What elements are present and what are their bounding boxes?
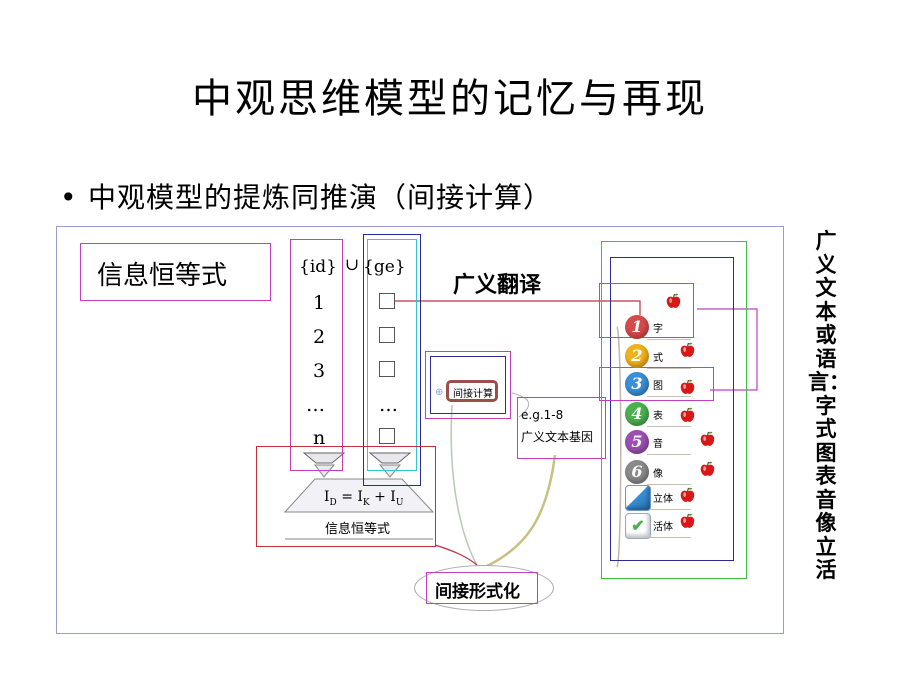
ge-column-outer-box [363, 234, 421, 486]
mindmap-branch-rule [647, 339, 691, 340]
indirect-calc-badge: 间接计算 [446, 380, 498, 402]
identity-formula: ID = IK + IU [324, 489, 404, 508]
mindmap-number-2: 2 [625, 344, 649, 368]
expand-dot-icon: ⊕ [435, 387, 444, 398]
formula-trapezoid [283, 478, 435, 513]
formula-caption: 信息恒等式 [325, 522, 391, 537]
apple-icon [680, 513, 695, 528]
translation-line [394, 300, 641, 315]
bullet-text: 中观模型的提炼同推演（间接计算） [88, 181, 553, 214]
left-arrow-tip-icon [314, 464, 336, 478]
mindmap-label-1: 字 [653, 324, 663, 335]
side-vertical-text: 广义文本或语言：字式图表音像立活 [808, 229, 850, 582]
mindmap-green-box [601, 241, 747, 579]
formalization-box: 间接形式化 [426, 572, 538, 604]
mindmap-number-5: 5 [625, 430, 649, 454]
diagram-frame: 信息恒等式 {id} ∪ {ge} 1 2 3 … n … 广义翻译 间接计算 … [56, 226, 784, 634]
mindmap-item-7: 立体 [625, 485, 695, 511]
mindmap-branch-rule [647, 484, 691, 485]
mindmap-label-2: 式 [653, 353, 663, 364]
apple-icon [666, 293, 681, 308]
identity-tail-line [434, 544, 478, 566]
slide-title: 中观思维模型的记忆与再现 [192, 76, 708, 122]
mindmap-branch-rule [647, 509, 691, 510]
bullet-point: • 中观模型的提炼同推演（间接计算） [60, 176, 552, 216]
connector-lines [283, 300, 758, 569]
eg-box: e.g.1-8 广义文本基因 [517, 397, 606, 459]
eg-line2: 广义文本基因 [521, 430, 594, 444]
formalization-label: 间接形式化 [435, 582, 520, 602]
mindmap-label-6: 像 [653, 469, 663, 480]
set-union: ∪ [345, 255, 360, 275]
right-down-arrow-icon [368, 452, 412, 464]
mindmap-navy-box [610, 257, 734, 561]
identity-label-box: 信息恒等式 [80, 243, 271, 301]
right-dots: … [379, 394, 398, 416]
mindmap-label-8: 活体 [653, 522, 673, 533]
ge-column-inner-box [367, 239, 417, 471]
row-number-2: 2 [313, 326, 326, 348]
mindmap-branch-rule [647, 368, 691, 369]
mindmap-item-8: ✔活体 [625, 513, 695, 539]
mindmap-number-4: 4 [625, 402, 649, 426]
mindmap-item1-highlight [599, 283, 694, 338]
mindmap-label-3: 图 [653, 381, 663, 392]
apple-icon [680, 342, 695, 357]
id-column-box [290, 239, 343, 471]
bullet-dot-icon: • [60, 181, 78, 214]
row-square-1 [379, 293, 395, 309]
calc-curve-line [450, 404, 478, 566]
indirect-calc-outer-box [425, 351, 511, 419]
row-square-3 [379, 361, 395, 377]
row-number-n: n [313, 427, 326, 449]
left-down-arrow-icon [302, 452, 346, 464]
mindmap-branch-rule [647, 454, 691, 455]
mindmap-branch-rule [647, 537, 691, 538]
right-arrow-tip-icon [378, 464, 402, 478]
checkmark-icon: ✔ [625, 513, 651, 539]
row-number-1: 1 [313, 292, 326, 314]
apple-icon [680, 487, 695, 502]
mindmap-label-5: 音 [653, 439, 663, 450]
apple-icon [700, 431, 715, 446]
mindmap-branch-rule [647, 396, 691, 397]
mindmap-number-6: 6 [625, 460, 649, 484]
mindmap-trunk-line [616, 326, 622, 568]
identity-formula-box [256, 446, 436, 547]
mindmap-branch-rule [647, 426, 691, 427]
indirect-calc-label: 间接计算 [453, 389, 493, 400]
apple-icon [680, 379, 695, 394]
row-number-dots: … [306, 394, 325, 416]
calc-eg-line [511, 392, 530, 418]
row-square-2 [379, 327, 395, 343]
eg-line1: e.g.1-8 [521, 408, 564, 422]
row-square-n [379, 428, 395, 444]
mindmap-number-1: 1 [625, 315, 649, 339]
indirect-calc-inner-box [430, 356, 506, 414]
row-number-3: 3 [313, 360, 326, 382]
mindmap-number-3: 3 [625, 372, 649, 396]
set-header-left: {id} [299, 257, 337, 277]
translation-label: 广义翻译 [453, 273, 542, 298]
apple-icon [680, 407, 695, 422]
set-header-right: {ge} [363, 257, 406, 277]
apple-icon [700, 461, 715, 476]
mindmap-label-4: 表 [653, 411, 663, 422]
eg-curve-line [484, 454, 557, 569]
mindmap-item3-highlight [599, 367, 714, 401]
identity-label: 信息恒等式 [97, 261, 228, 291]
cube-icon [625, 485, 651, 511]
mindmap-label-7: 立体 [653, 494, 673, 505]
